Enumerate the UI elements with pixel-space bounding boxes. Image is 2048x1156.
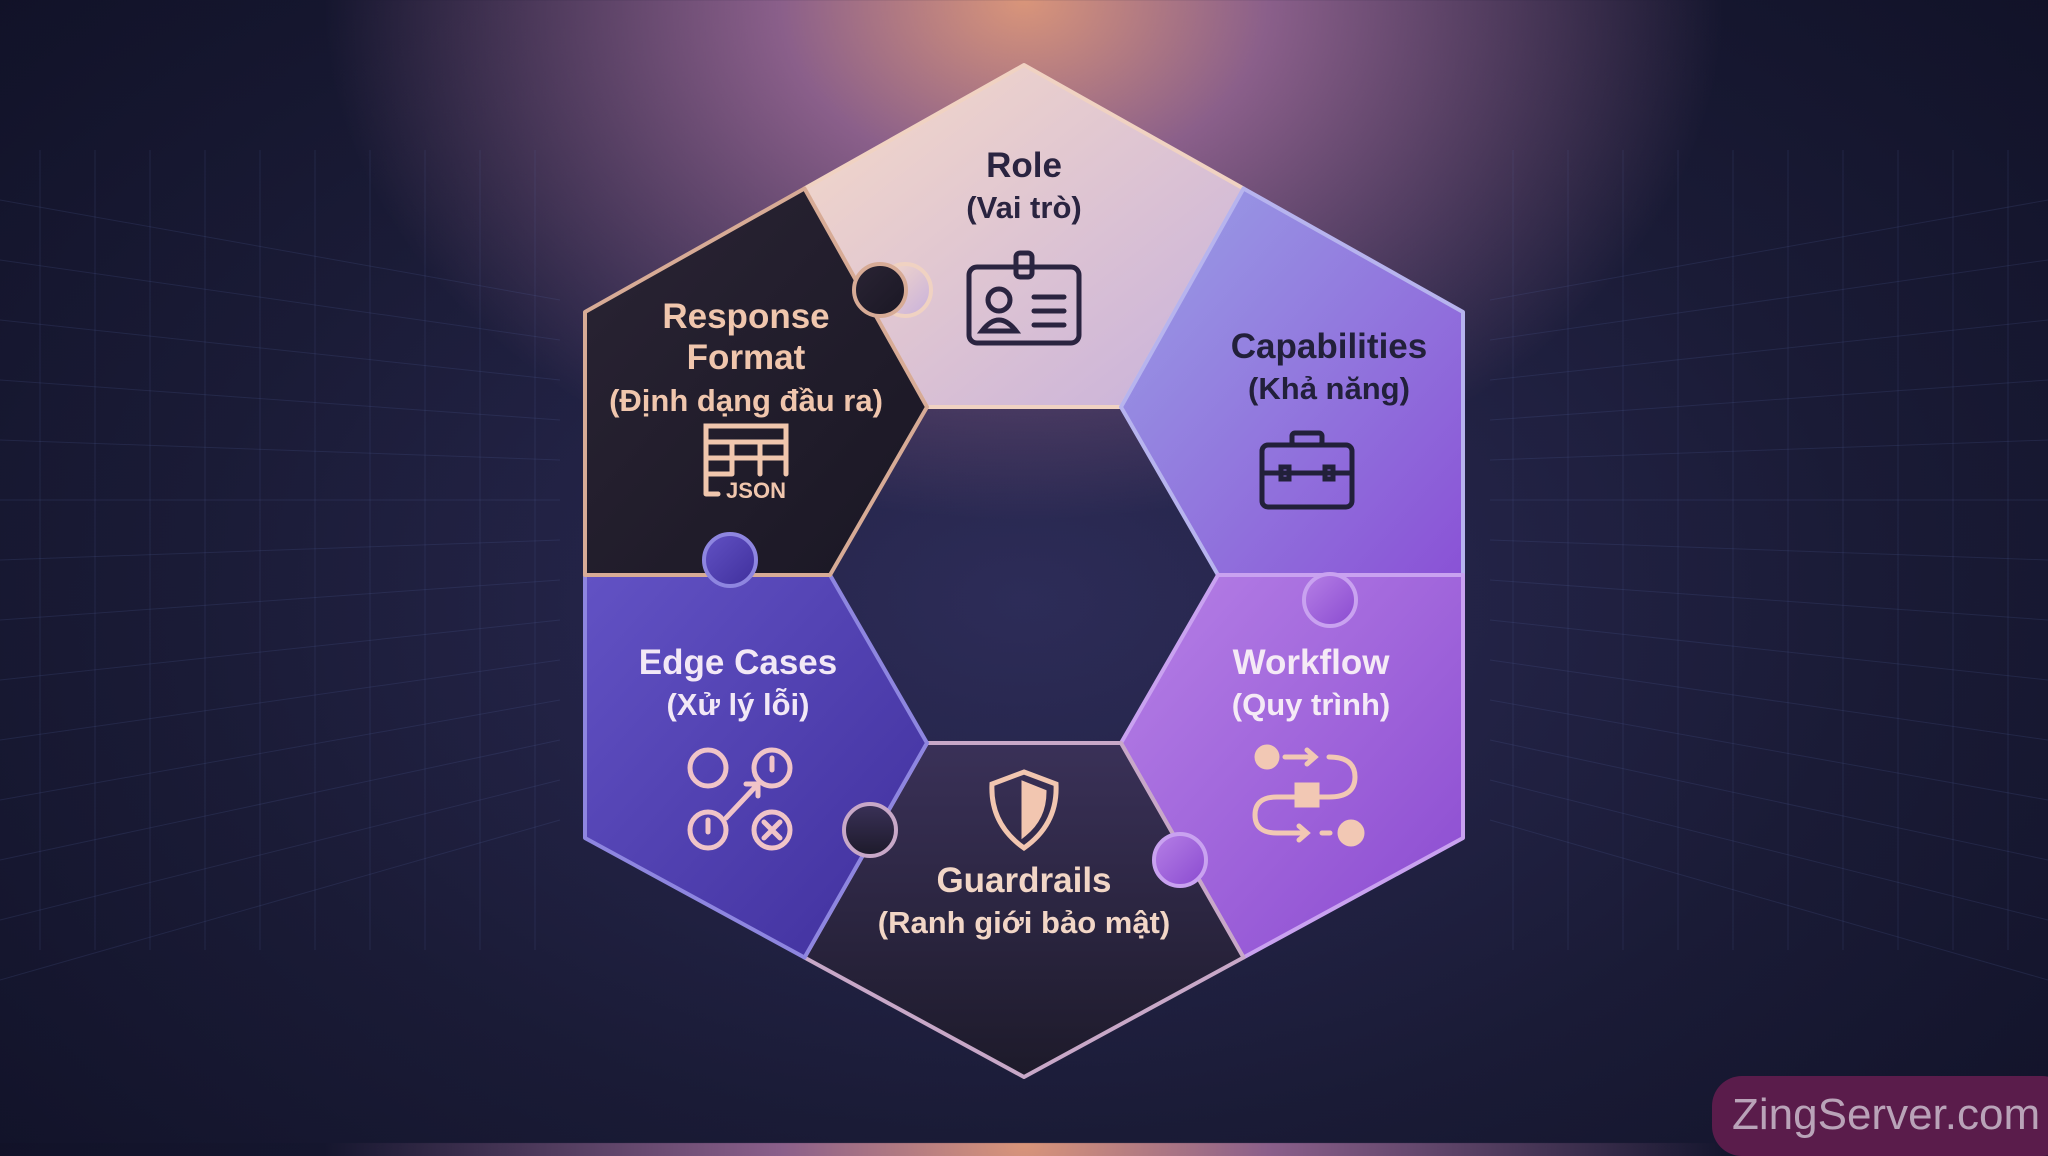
grid-line: [0, 199, 561, 301]
grid-line: [1489, 379, 2048, 421]
grid-line: [1489, 199, 2048, 301]
grid-line: [0, 259, 561, 341]
error-handling-icon: [687, 747, 793, 851]
json-label: JSON: [726, 478, 786, 503]
workflow-title: Workflow(Quy trình): [1231, 643, 1391, 723]
grid-line: [1489, 319, 2048, 381]
workflow-icon: [1252, 744, 1365, 847]
capabilities-title: Capabilities(Khả năng): [1230, 327, 1428, 407]
grid-line: [1489, 739, 2048, 861]
grid-line: [0, 779, 561, 921]
puzzle-knob: [842, 802, 898, 858]
grid-line: [0, 819, 561, 981]
puzzle-knob: [852, 262, 908, 318]
role-title: Role(Vai trò): [966, 146, 1082, 226]
grid-line: [0, 439, 561, 461]
grid-line: [1489, 699, 2048, 801]
grid-line: [0, 539, 561, 561]
shield-icon: [989, 769, 1059, 852]
puzzle-knob: [1302, 572, 1358, 628]
json-table-icon: JSON: [703, 423, 789, 503]
grid-line: [1489, 259, 2048, 341]
grid-line: [0, 659, 561, 741]
grid-line: [0, 579, 561, 621]
background-grid: [0, 150, 2048, 981]
id-badge-icon: [966, 250, 1082, 346]
grid-line: [0, 739, 561, 861]
grid-line: [0, 619, 561, 681]
grid-line: [1489, 619, 2048, 681]
grid-line: [1489, 439, 2048, 461]
grid-line: [1489, 659, 2048, 741]
watermark: ZingServer.com: [1712, 1076, 2048, 1156]
briefcase-icon: [1259, 430, 1355, 510]
grid-line: [0, 319, 561, 381]
puzzle-knob: [702, 532, 758, 588]
grid-line: [1489, 539, 2048, 561]
grid-line: [1489, 819, 2048, 981]
guardrails-title: Guardrails(Ranh giới bảo mật): [877, 861, 1171, 941]
grid-line: [1489, 579, 2048, 621]
grid-line: [0, 699, 561, 801]
grid-line: [0, 379, 561, 421]
grid-line: [1489, 779, 2048, 921]
edge-cases-title: Edge Cases(Xử lý lỗi): [638, 643, 838, 723]
puzzle-knob: [1152, 832, 1208, 888]
